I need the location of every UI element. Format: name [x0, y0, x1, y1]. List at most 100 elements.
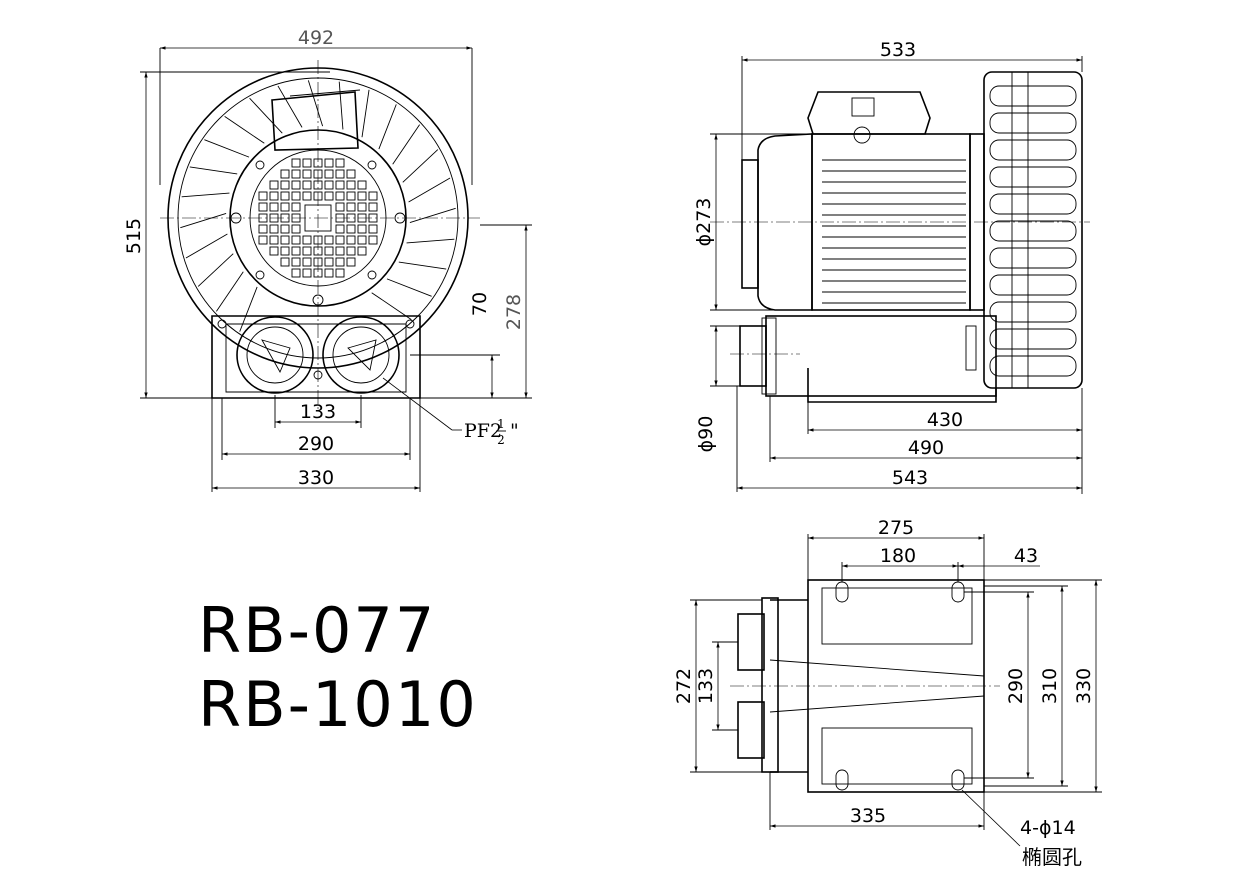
inlet-flap [261, 339, 291, 374]
slot-hole [951, 581, 965, 603]
vent-slot [335, 191, 345, 201]
fin [216, 271, 244, 312]
side-foot [807, 368, 997, 403]
vent-slot [291, 158, 301, 168]
vent-slot [368, 235, 378, 245]
fin [378, 104, 397, 150]
dim-490: 490 [908, 437, 944, 459]
cage-fin [989, 274, 1077, 296]
base-taper [769, 659, 985, 713]
dim-275: 275 [878, 517, 914, 539]
cage-fin [989, 85, 1077, 107]
model-name-1: RB-077 [198, 594, 436, 667]
base-hole [217, 319, 227, 329]
dim-70: 70 [469, 292, 491, 316]
vent-slot [269, 224, 279, 234]
vent-slot [346, 246, 356, 256]
bolt-hole [255, 160, 265, 170]
dim-330: 330 [298, 467, 334, 489]
fin [189, 166, 238, 175]
cage-fin [989, 139, 1077, 161]
vent-slot [258, 224, 268, 234]
vent-slot [346, 235, 356, 245]
vent-slot [324, 235, 334, 245]
bolt-hole [367, 160, 377, 170]
cage-fin [989, 112, 1077, 134]
vent-slot [335, 180, 345, 190]
vent-slot [302, 235, 312, 245]
outlet-flap [347, 339, 377, 371]
vent-slot [280, 169, 290, 179]
vent-slot [335, 246, 345, 256]
vent-slot [335, 224, 345, 234]
vent-slot [291, 224, 301, 234]
housing-fins [989, 85, 1077, 377]
vent-slot [324, 268, 334, 278]
vent-slot [280, 246, 290, 256]
port-flange [761, 317, 777, 395]
bolt-hole [255, 270, 265, 280]
port-thread-label: PF2 1 2 " [464, 417, 519, 447]
cage-fin [989, 193, 1077, 215]
dim-133b: 133 [695, 668, 717, 704]
side-terminal-box [807, 91, 931, 135]
base-port-top [737, 613, 765, 671]
vent-slot [269, 191, 279, 201]
vent-slot [346, 202, 356, 212]
vent-slot [346, 180, 356, 190]
dim-533: 533 [880, 39, 916, 61]
vent-slot [357, 246, 367, 256]
motor-end-cap [741, 159, 759, 289]
svg-text:1: 1 [497, 417, 505, 431]
vent-slot [269, 246, 279, 256]
vent-slot [324, 180, 334, 190]
vent-slot [291, 202, 301, 212]
vent-slot [291, 268, 301, 278]
vent-slot [368, 202, 378, 212]
dim-90: ϕ90 [695, 416, 717, 453]
fin [181, 192, 230, 198]
cage-fin [989, 355, 1077, 377]
vent-slot [302, 180, 312, 190]
port-thread-text: PF2 [464, 420, 502, 442]
vent-slot [335, 235, 345, 245]
dim-273: ϕ273 [693, 198, 715, 247]
base-pocket-top [821, 587, 973, 645]
port-stub [739, 325, 767, 387]
fin [180, 212, 227, 229]
base-view: 275 180 43 272 133 290 310 330 335 4-ϕ14 [673, 517, 1102, 869]
vent-slot [324, 158, 334, 168]
vent-slot [291, 257, 301, 267]
fin [406, 238, 455, 244]
inlet-port [236, 316, 314, 394]
vent-slot [280, 191, 290, 201]
outlet-port-inner [332, 326, 390, 384]
dim-335: 335 [850, 805, 886, 827]
vent-slot [335, 169, 345, 179]
dim-310: 310 [1039, 668, 1061, 704]
vent-slot [324, 169, 334, 179]
fin [386, 278, 432, 297]
vent-slot [302, 268, 312, 278]
inlet-port-inner [246, 326, 304, 384]
fin [185, 233, 228, 259]
fin [409, 207, 456, 224]
fin [249, 97, 283, 134]
dim-133: 133 [300, 401, 336, 423]
slot-hole [951, 769, 965, 791]
terminal-lid [289, 89, 361, 97]
bolt-hole [367, 270, 377, 280]
base-pocket-bottom [821, 727, 973, 785]
front-view: 492 515 70 278 133 290 330 PF2 1 2 " [123, 27, 532, 492]
dim-272: 272 [673, 668, 695, 704]
dim-290: 290 [298, 433, 334, 455]
vent-slot [324, 257, 334, 267]
fin [204, 139, 250, 158]
slot-hole [835, 769, 849, 791]
vent-slot [291, 191, 301, 201]
vent-slot [291, 246, 301, 256]
vent-slot [357, 180, 367, 190]
vent-slot [258, 235, 268, 245]
vent-slot [346, 224, 356, 234]
